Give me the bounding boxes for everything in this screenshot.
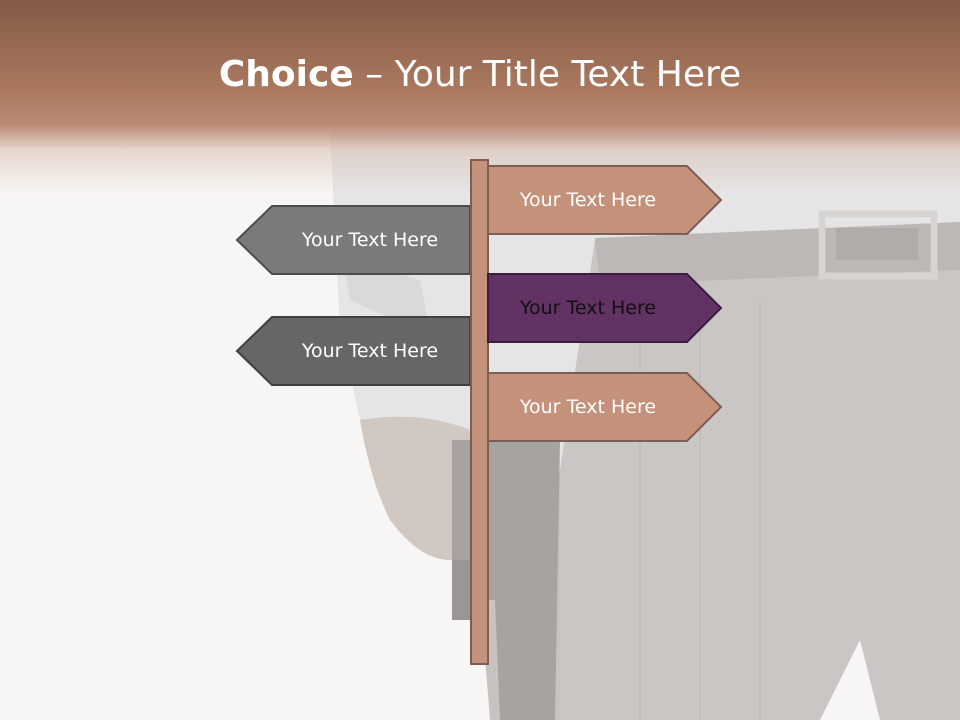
right-sign-3[interactable]: [487, 372, 723, 442]
left-sign-1-label: Your Text Here: [301, 229, 439, 251]
slide-title: Choice – Your Title Text Here: [0, 52, 960, 98]
right-sign-2[interactable]: [487, 273, 723, 343]
title-rest: Your Title Text Here: [394, 54, 742, 95]
right-sign-2-label: Your Text Here: [519, 297, 657, 319]
title-dash: –: [353, 54, 395, 95]
right-sign-1[interactable]: [487, 165, 723, 235]
right-sign-3-label: Your Text Here: [519, 396, 657, 418]
title-strong: Choice: [218, 54, 354, 95]
signpost-pole: [470, 159, 489, 665]
left-sign-2-label: Your Text Here: [301, 340, 439, 362]
right-sign-1-label: Your Text Here: [519, 189, 657, 211]
